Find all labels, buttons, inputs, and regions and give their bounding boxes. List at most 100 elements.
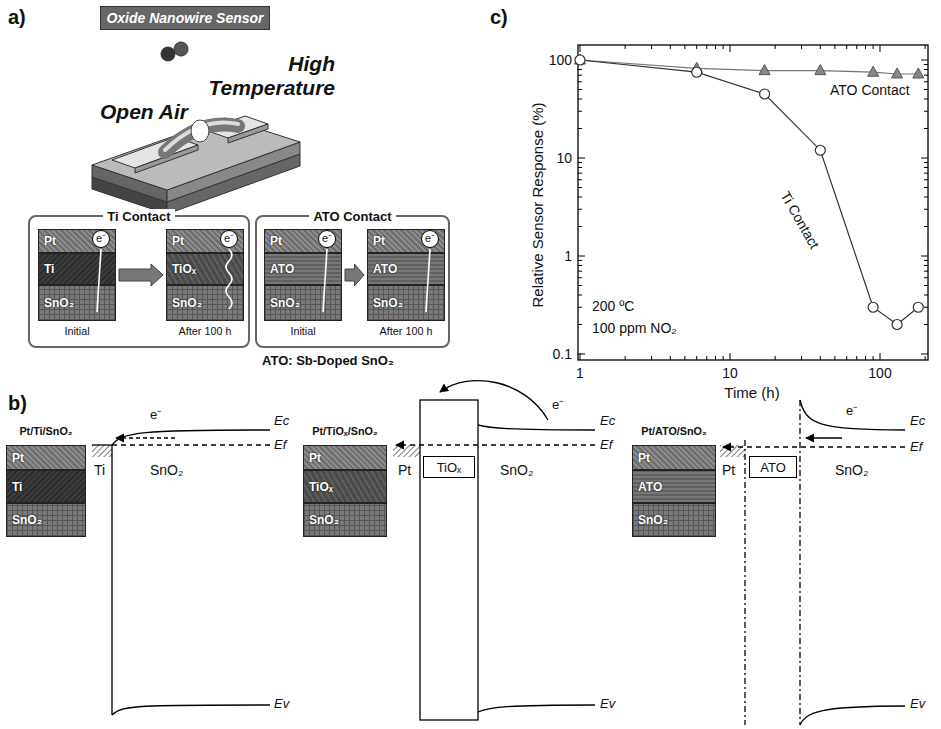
material-layer: Pt [632,445,716,470]
text-label: 0.1 [553,346,572,362]
text-label: 10 [556,150,572,166]
text-label: ATO: Sb-Doped SnO₂ [262,354,394,369]
text-label: 200 ºC [592,298,634,314]
node-label: Pt [270,234,282,248]
node-label: Ti Contact [103,209,174,224]
material-layer: SnO₂ [303,503,387,537]
layer-stack: Pt/ATO/SnO₂ PtATO SnO₂ [632,425,716,540]
material-layer: SnO₂ [367,285,445,321]
electron-symbol: e⁻ [92,230,110,248]
node-label: Ti [12,480,22,494]
text-label: Ti Contact [777,189,823,252]
layer-stack: Pt/TiOₓ/SnO₂ PtTiOₓSnO₂ [303,425,387,540]
node-label: TiOₓ [437,460,462,475]
electron-symbol: e⁻ [421,230,439,248]
node-label: Pt/Ti/SnO₂ [6,425,86,437]
text-label: High Temperature [195,52,335,100]
node-label: SnO₂ [172,296,202,310]
text-label: SnO₂ [500,462,533,478]
material-layer: ATO [367,253,445,285]
text-label: 10 [722,365,738,381]
text-label: 1 [576,365,584,381]
text-label: Ec [910,414,925,429]
text-label: Ev [274,697,289,712]
node-label: SnO₂ [270,296,300,310]
contact-group: Ti ContactInitialPtTiSnO₂After 100 hPtTi… [28,215,250,348]
node-label: ATO [270,262,294,276]
text-label: Ti [94,462,105,478]
node-label: Pt [172,234,184,248]
node-label: Pt [373,234,385,248]
electron-symbol: e⁻ [220,230,238,248]
material-layer: SnO₂ [38,285,116,321]
process-arrow [119,264,163,286]
material-layer: TiOₓ [303,470,387,503]
node-label: Ti [44,262,54,276]
node-label: Initial [264,325,342,337]
material-layer: ATO [632,470,716,503]
text-label: a) [8,6,26,29]
node-label: Pt [44,234,56,248]
node-label: Pt [309,451,321,465]
material-layer: TiOₓ [166,253,244,285]
text-label: Ef [600,438,612,453]
text-label: Ev [910,697,925,712]
text-label: Open Air [100,100,188,124]
node-label: Initial [38,325,116,337]
material-layer: Ti [6,470,86,503]
text-label: ATO Contact [830,82,910,98]
text-label: Ef [274,438,286,453]
node-label: SnO₂ [309,513,339,527]
material-layer: Ti [38,253,116,285]
text-label: e⁻ [846,404,857,419]
text-label: e⁻ [150,408,161,423]
node-label: TiOₓ [172,262,196,276]
text-label: Ec [600,414,615,429]
node-label: ATO Contact [309,209,395,224]
text-label: Ec [274,414,289,429]
text-label: e⁻ [552,398,563,413]
text-label: SnO₂ [835,462,868,478]
node-label: SnO₂ [12,513,42,527]
band-diagram [393,381,595,720]
band-region-box: TiOₓ [423,456,475,478]
material-layer: ATO [264,253,342,285]
material-layer: SnO₂ [632,503,716,537]
band-diagram [92,430,270,715]
node-label: Pt [12,451,24,465]
node-label: Pt/TiOₓ/SnO₂ [303,425,387,437]
band-region-box: ATO [749,456,797,478]
text-label: 100 ppm NO₂ [592,320,677,336]
material-layer: SnO₂ [264,285,342,321]
electron-symbol: e⁻ [318,230,336,248]
node-label: After 100 h [367,325,445,337]
title-banner: Oxide Nanowire Sensor [100,6,270,30]
sensor-device [92,42,300,214]
node-label: TiOₓ [309,480,333,494]
band-diagram [720,400,905,725]
text-label: 100 [549,52,572,68]
text-label: Pt [722,462,735,478]
node-label: Pt/ATO/SnO₂ [632,425,716,437]
material-layer: Pt [303,445,387,470]
text-label: b) [8,392,27,415]
text-label: Ev [600,697,615,712]
text-label: SnO₂ [150,462,183,478]
material-layer: SnO₂ [166,285,244,321]
node-label: ATO [638,480,662,494]
material-layer: SnO₂ [6,503,86,537]
node-label: Pt [638,451,650,465]
text-label: 1 [564,248,572,264]
text-label: Time (h) [724,384,779,401]
layer-stack: Pt/Ti/SnO₂ PtTiSnO₂ [6,425,86,540]
node-label: SnO₂ [373,296,403,310]
node-label: SnO₂ [638,513,668,527]
plot-data [575,45,929,360]
text-label: Pt [398,462,411,478]
process-arrow [345,264,364,286]
text-label: 100 [868,365,891,381]
text-label: Relative Sensor Response (%) [529,102,546,307]
text-label: Ef [910,440,922,455]
plot-frame [578,45,928,360]
node-label: After 100 h [166,325,244,337]
